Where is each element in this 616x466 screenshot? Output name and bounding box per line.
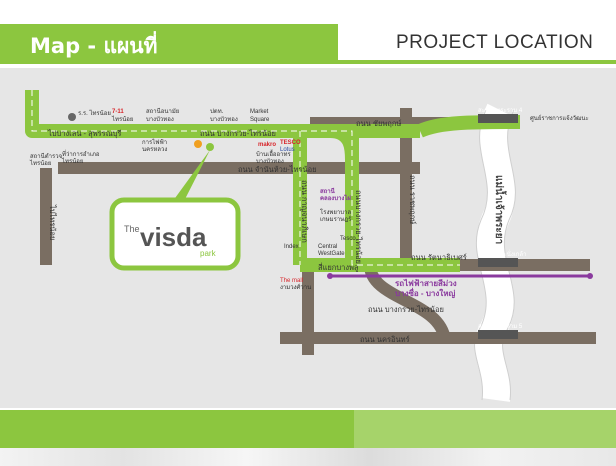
footer-block <box>354 410 616 448</box>
landmark-police: สถานีตำรวจ <box>30 152 62 160</box>
landmark-central-sub: WestGate <box>318 251 345 257</box>
landmark-hospital: สถานีอนามัย <box>146 107 179 115</box>
bridges <box>478 114 518 339</box>
landmark-ministry: ศูนย์ราชการแจ้งวัฒนะ <box>530 114 589 122</box>
landmark-index: Index <box>284 244 299 250</box>
landmark-station: สถานี <box>320 187 336 195</box>
label-train-line1: รถไฟฟ้าสายสีม่วง <box>395 278 457 288</box>
landmark-temple-icon <box>194 140 202 148</box>
label-road-rattanathibet: ถนน รัตนาธิเบศร์ <box>411 253 467 262</box>
label-river: แม่น้ำเจ้าพระยา <box>493 175 507 244</box>
label-bridge-top: สะพานพระราม 4 <box>478 107 523 114</box>
landmark-police-sub: ไทรน้อย <box>29 159 51 167</box>
label-road-ratchaphruek: ถนน ราชพฤกษ์ <box>408 175 417 224</box>
label-train-line2: บางซื่อ - บางใหญ่ <box>395 287 455 299</box>
label-road-chaiyaphruek: ถนน ชัยพฤกษ์ <box>356 119 402 128</box>
landmark-home: บ้านเอื้ออาทร <box>256 148 291 158</box>
landmark-hospital-kasem-sub: เกษมราษฎร์ <box>320 215 352 223</box>
label-bridge-mid: สะพานพระนั่งเกล้า <box>478 250 526 258</box>
landmark-ptt-sub: บางบัวทอง <box>210 116 238 123</box>
header-bar <box>0 24 338 64</box>
landmark-school: ร.ร. ไทรน้อย <box>78 109 111 117</box>
brand-the: The <box>124 224 140 234</box>
landmark-government: ที่ว่าการอำเภอ <box>62 150 100 158</box>
label-road-bangkruai-lower: ถนน บางกรวย-ไทรน้อย <box>368 305 444 314</box>
project-marker: The visda park <box>109 140 241 271</box>
landmark-the-mall: The mall <box>280 278 303 284</box>
landmark-hospital-kasem: โรงพยาบาล <box>320 208 351 216</box>
label-intersection: สี่แยกบางพลู <box>318 262 359 272</box>
landmark-temple-sub: นครหลวง <box>142 146 167 153</box>
label-bridge-low: สะพานพระราม 5 <box>478 323 523 330</box>
landmark-tesco-small: Tesco <box>340 236 356 242</box>
brand-visda: visda <box>140 222 207 252</box>
label-sainoi: ไปไทรน้อย <box>48 204 57 240</box>
landmark-711-sub: ไทรน้อย <box>111 115 133 123</box>
footer-marble <box>0 448 616 466</box>
brand-park: park <box>200 249 217 258</box>
landmark-ptt: ปตท. <box>210 108 224 115</box>
project-callout <box>109 197 241 271</box>
label-road-chamnan: ถนน จำนันห้วย-ไทรน้อย <box>238 165 317 174</box>
landmark-government-sub: ไทรน้อย <box>61 157 83 165</box>
school-icon <box>68 113 76 121</box>
landmark-tesco-sub: Lotus <box>280 147 295 153</box>
landmark-tesco: TESCO <box>280 140 301 146</box>
landmark-market-sub: Square <box>250 117 270 123</box>
project-location-title: PROJECT LOCATION <box>396 32 594 53</box>
landmark-station-sub: คลองบางไผ่ <box>320 194 351 202</box>
label-road-kanchanaphisek: ถนน กาญจนาภิเษก <box>300 180 309 243</box>
label-bangbuathong: ไปบางเลน - สุพรรณบุรี <box>47 129 121 138</box>
label-road-bangkruai: ถนน บางกรวย-ไทรน้อย <box>200 129 276 138</box>
landmark-temple: การไฟฟ้า <box>142 138 167 146</box>
header-title: Map - แผนที่ <box>30 34 158 58</box>
landmark-home-sub: บางบัวทอง <box>256 158 284 165</box>
landmark-central: Central <box>318 244 337 250</box>
label-road-bangkruai-vertical: ถนนบางกรวย-ไทรน้อย <box>354 190 363 264</box>
header-underline <box>338 60 616 64</box>
purple-train-line <box>327 273 593 279</box>
landmark-market: Market <box>250 109 269 115</box>
label-road-nakhon-in: ถนน นครอินทร์ <box>360 335 410 344</box>
landmark-hospital-sub: บางบัวทอง <box>146 116 174 123</box>
landmark-makro: makro <box>258 142 276 148</box>
landmark-711: 7-11 <box>112 109 124 115</box>
project-location-dot <box>206 143 214 151</box>
landmark-the-mall-sub: งามวงศ์วาน <box>280 283 311 291</box>
